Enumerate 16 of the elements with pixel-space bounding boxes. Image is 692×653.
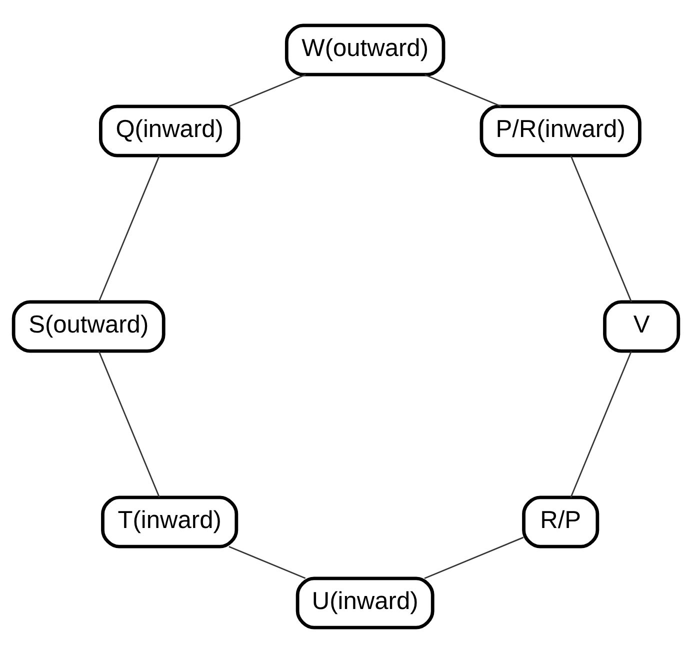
connector [570, 351, 632, 498]
node-box: W(outward) [284, 24, 446, 76]
connector [98, 155, 160, 302]
node-box: T(inward) [101, 496, 238, 548]
connector [424, 536, 524, 580]
node-box: S(outward) [12, 300, 166, 353]
node-box: P/R(inward) [480, 104, 642, 158]
connector [228, 546, 306, 579]
connector [229, 74, 306, 107]
node-box: V [603, 300, 680, 353]
node-box: Q(inward) [99, 104, 240, 158]
node-box: U(inward) [296, 576, 434, 630]
connector [424, 74, 502, 108]
connector [570, 155, 632, 302]
node-box: R/P [522, 496, 600, 548]
connector [98, 350, 160, 498]
